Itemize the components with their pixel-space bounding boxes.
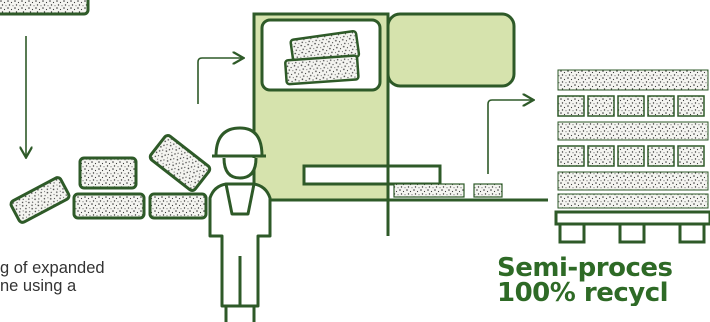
conveyor-output: [386, 100, 548, 200]
caption-line-1: g of expanded: [0, 259, 200, 277]
result-title: Semi-proces 100% recycl: [497, 256, 710, 306]
processing-machine-icon: [254, 14, 514, 236]
construction-worker-icon: [210, 128, 270, 322]
pallet-stack-icon: [556, 70, 710, 242]
machine-input-arrow: [198, 58, 242, 104]
top-left-box: [0, 0, 88, 14]
result-line-2: 100% recycl: [497, 281, 710, 306]
box-pile: [10, 134, 212, 224]
caption-line-2: ne using a: [0, 277, 200, 295]
process-caption: g of expanded ne using a: [0, 259, 200, 295]
